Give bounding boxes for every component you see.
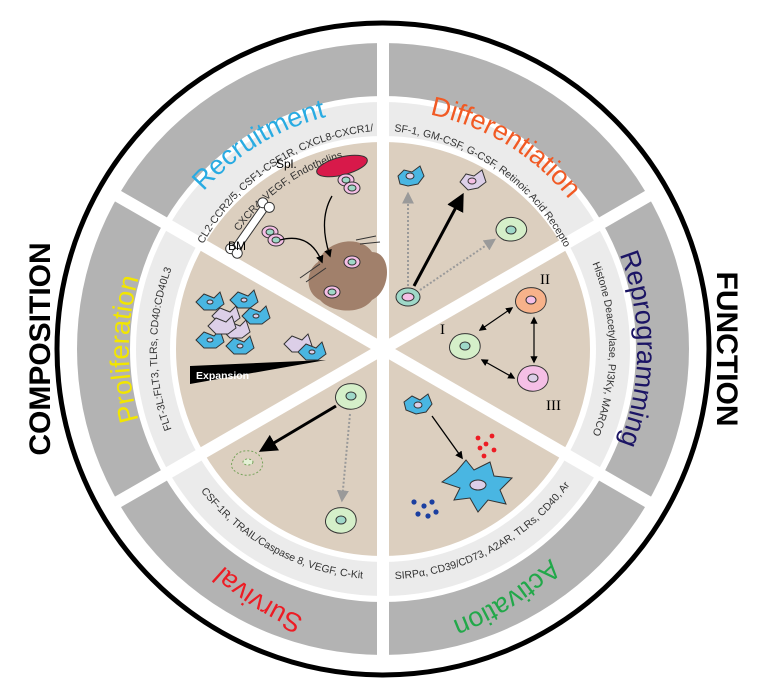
cytokines-red bbox=[475, 433, 497, 459]
expansion-label: Expansion bbox=[196, 370, 249, 382]
spleen-to-tumor-arrow bbox=[323, 195, 333, 258]
vessel-fibers bbox=[299, 235, 381, 283]
composition-label: COMPOSITION bbox=[24, 242, 57, 455]
cytokines-blue bbox=[411, 499, 439, 519]
proliferation-illustration: Expansion bbox=[190, 289, 327, 384]
arrow-1-3 bbox=[480, 359, 516, 379]
phenotype-label-3: III bbox=[546, 398, 561, 414]
phenotype-label-2: II bbox=[540, 272, 550, 288]
arrow-1-2 bbox=[478, 307, 514, 331]
activated-macrophage bbox=[440, 459, 514, 513]
macrophage-source bbox=[335, 383, 367, 410]
activation-illustration bbox=[403, 393, 514, 519]
ring-separators bbox=[130, 96, 636, 602]
black-arrow bbox=[412, 192, 464, 287]
dying-cell bbox=[231, 450, 264, 476]
reprogramming-illustration: I II III bbox=[440, 272, 561, 414]
composition-arc bbox=[54, 20, 384, 678]
expansion-wedge bbox=[190, 360, 326, 384]
phenotype-cell-1 bbox=[449, 333, 481, 360]
differentiation-illustration bbox=[395, 165, 528, 307]
sector-dividers bbox=[113, 40, 653, 658]
bm-label: BM bbox=[228, 239, 246, 253]
function-label: FUNCTION bbox=[710, 272, 743, 427]
sparse-cell-cluster bbox=[283, 333, 327, 361]
monocyte-cells bbox=[261, 173, 361, 299]
phenotype-label-1: I bbox=[440, 322, 445, 338]
phenotype-cell-3 bbox=[517, 365, 549, 392]
monocyte-origin bbox=[395, 287, 421, 307]
macrophage-green bbox=[495, 217, 528, 242]
dendritic-cell-blue bbox=[397, 165, 425, 187]
activation-arrow bbox=[431, 415, 463, 460]
bm-to-tumor-arrow bbox=[279, 237, 324, 264]
grey-arrow-right bbox=[419, 238, 496, 291]
survival-illustration bbox=[231, 383, 367, 534]
death-arrow bbox=[258, 404, 337, 452]
resting-dendritic-cell bbox=[403, 393, 433, 415]
recruitment-illustration: Spl. BM bbox=[225, 154, 387, 311]
phenotype-cell-2 bbox=[515, 287, 547, 314]
spleen-label: Spl. bbox=[276, 157, 297, 171]
function-arc bbox=[382, 20, 712, 678]
surviving-cell bbox=[325, 507, 357, 534]
dense-cell-cluster bbox=[195, 289, 271, 355]
dendritic-cell-purple bbox=[459, 169, 487, 191]
bone-icon bbox=[225, 197, 275, 259]
